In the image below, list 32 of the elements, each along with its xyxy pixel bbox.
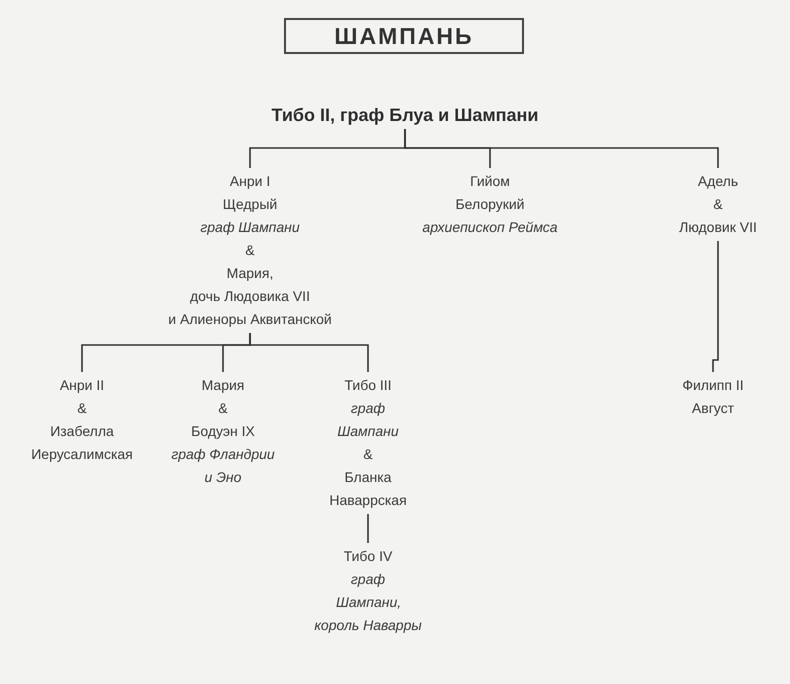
genealogy-entry-text: & xyxy=(76,399,88,418)
genealogy-entry-text: Бланка Наваррская xyxy=(328,468,408,510)
genealogy-entry-text: Тибо II, граф Блуа и Шампани xyxy=(270,104,540,127)
genealogy-entry-text: & xyxy=(217,399,229,418)
family-tree-line xyxy=(712,241,719,372)
genealogy-entry-text: граф Фландрии и Эно xyxy=(170,445,276,487)
genealogy-entry-text: & xyxy=(362,445,374,464)
genealogy-entry-text: граф Шампани xyxy=(336,399,400,441)
title-box: ШАМПАНЬ xyxy=(284,18,524,54)
genealogy-entry-text: Тибо III xyxy=(343,376,393,395)
genealogy-entry-text: Людовик VII xyxy=(678,218,758,237)
genealogy-entry-text: и Алиеноры Аквитанской xyxy=(167,310,333,329)
genealogy-entry-text: Гийом Белорукий xyxy=(454,172,526,214)
genealogy-entry-text: граф Шампани xyxy=(199,218,301,237)
genealogy-entry-text: Мария, xyxy=(226,264,274,283)
genealogy-entry-text: Изабелла Иерусалимская xyxy=(30,422,134,464)
genealogy-entry-text: & xyxy=(712,195,724,214)
genealogy-entry-text: король Наварры xyxy=(313,616,423,635)
genealogy-entry-text: Тибо IV xyxy=(342,547,394,566)
genealogy-entry-text: архиепископ Реймса xyxy=(421,218,559,237)
genealogy-entry-text: дочь Людовика VII xyxy=(189,287,311,306)
genealogy-entry-text: Бодуэн IX xyxy=(190,422,256,441)
genealogy-entry-text: Анри I Щедрый xyxy=(222,172,278,214)
genealogy-entry-text: Мария xyxy=(200,376,246,395)
genealogy-entry-text: граф Шампани, xyxy=(336,570,400,612)
genealogy-entry-text: Анри II xyxy=(58,376,106,395)
genealogy-entry-text: Адель xyxy=(696,172,740,191)
family-tree-line xyxy=(404,129,719,168)
family-tree-line xyxy=(367,514,369,543)
genealogy-entry-text: & xyxy=(244,241,256,260)
family-tree-line xyxy=(249,333,369,372)
genealogy-entry-text: Филипп II Август xyxy=(681,376,745,418)
